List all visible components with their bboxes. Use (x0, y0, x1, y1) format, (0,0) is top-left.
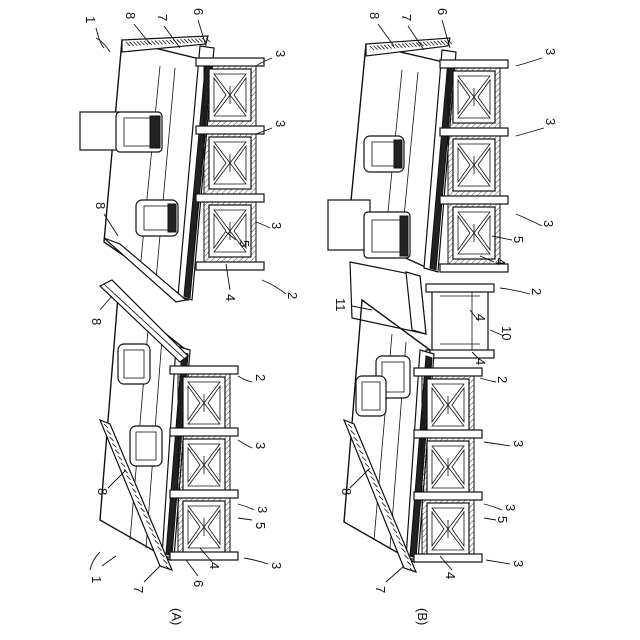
label-a-3-a: 3 (273, 50, 288, 57)
label-b-7-top: 7 (399, 14, 414, 21)
label-b-3-f: 3 (511, 560, 526, 567)
label-a-8-lower-top: 8 (89, 318, 104, 325)
panel-a-car-lower-2 (130, 426, 162, 466)
label-a-3-b: 3 (273, 120, 288, 127)
label-b-3-d: 3 (511, 440, 526, 447)
panel-b-car-upper (364, 136, 404, 172)
label-b-2-lower: 2 (495, 376, 510, 383)
label-a-2-lower: 2 (253, 374, 268, 381)
label-a-7-bottom: 7 (131, 586, 146, 593)
label-b-5-upper: 5 (511, 236, 526, 243)
label-b-4-upper: 4 (493, 258, 508, 265)
label-b-7-bottom: 7 (373, 586, 388, 593)
label-b-4-lower: 4 (473, 358, 488, 365)
panel-a-upper-bridge (80, 36, 264, 302)
label-b-8-top: 8 (367, 12, 382, 19)
label-b-3-c: 3 (541, 220, 556, 227)
panel-a-lower-bridge (100, 280, 238, 570)
panel-a-caption: (A) (169, 608, 184, 625)
label-b-8-lower: 8 (339, 488, 354, 495)
label-a-8-mid: 8 (93, 202, 108, 209)
label-b-5-lower: 5 (495, 516, 510, 523)
panel-b-car-lower-2 (356, 376, 386, 416)
label-a-5-lower: 5 (253, 522, 268, 529)
label-a-1-bottom: 1 (89, 576, 104, 583)
label-b-3-b: 3 (543, 118, 558, 125)
panel-a-car (136, 200, 178, 236)
panel-b-truck-large (328, 200, 410, 258)
label-b-4-bottom: 4 (443, 572, 458, 579)
panel-b-caption: (B) (415, 608, 430, 625)
label-a-3-c: 3 (269, 222, 284, 229)
label-b-3-a: 3 (543, 48, 558, 55)
label-a-8-lower: 8 (95, 488, 110, 495)
label-a-4-upper: 4 (223, 294, 238, 301)
panel-a-truck-large (80, 112, 162, 152)
label-b-6-top: 6 (435, 8, 450, 15)
label-a-4-bottom: 4 (207, 562, 222, 569)
panel-b-drawing: 8 7 6 3 3 3 5 4 2 11 4 10 4 2 3 3 5 3 8 … (328, 8, 558, 625)
label-a-5-upper: 5 (237, 240, 252, 247)
label-a-6-bottom: 6 (191, 580, 206, 587)
panel-a-car-lower-1 (118, 344, 150, 384)
label-a-1-top: 1 (83, 16, 98, 23)
label-a-3-e: 3 (255, 506, 270, 513)
label-b-2-upper: 2 (529, 288, 544, 295)
label-a-6-top: 6 (191, 8, 206, 15)
panel-a-drawing: 1 8 7 6 3 3 8 3 5 4 2 8 2 3 3 5 3 8 1 7 … (80, 8, 300, 625)
label-a-3-f: 3 (269, 562, 284, 569)
label-a-7-top: 7 (155, 14, 170, 21)
label-b-4-mid: 4 (473, 314, 488, 321)
label-b-10: 10 (499, 326, 514, 340)
label-b-3-e: 3 (503, 504, 518, 511)
panel-b-upper-bridge (328, 38, 508, 272)
label-b-11: 11 (333, 298, 348, 312)
label-a-3-d: 3 (253, 442, 268, 449)
label-a-2-upper: 2 (285, 292, 300, 299)
label-a-8-top: 8 (123, 12, 138, 19)
